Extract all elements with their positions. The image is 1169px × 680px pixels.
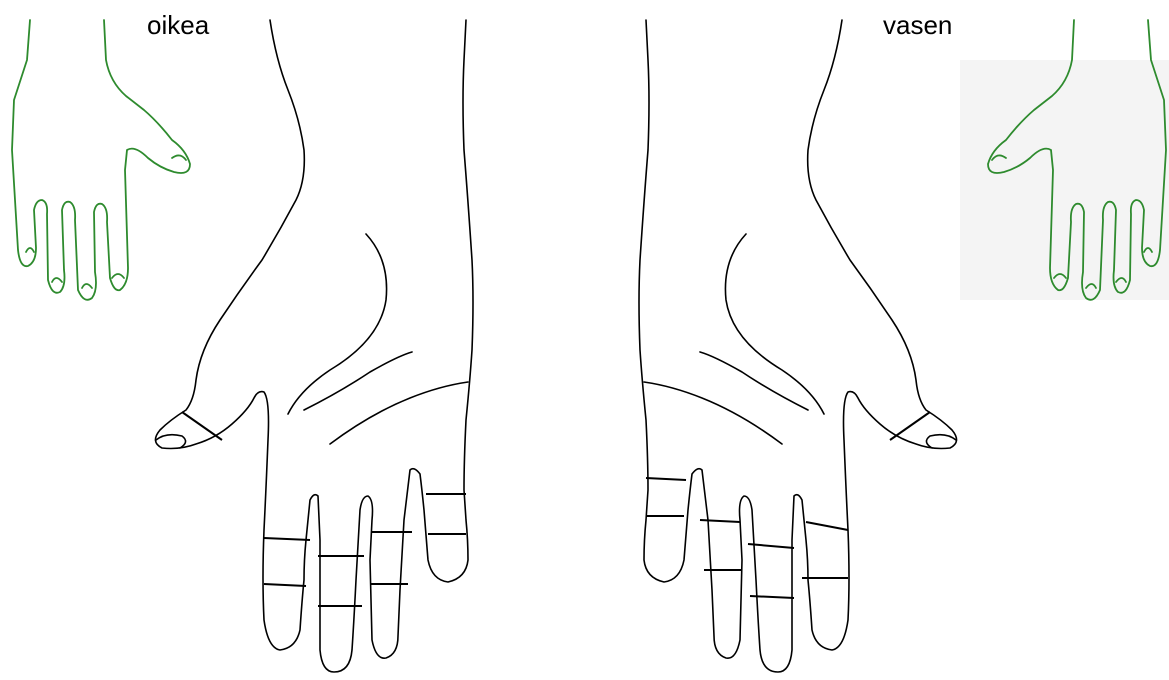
right-hand-reference-icon: [12, 20, 190, 300]
background-smudge: [960, 60, 1169, 300]
right-hand-label: oikea: [147, 10, 209, 40]
left-hand-label: vasen: [883, 10, 952, 40]
right-hand-palm-outline: [155, 20, 473, 672]
left-hand-palm-outline: [639, 20, 957, 672]
